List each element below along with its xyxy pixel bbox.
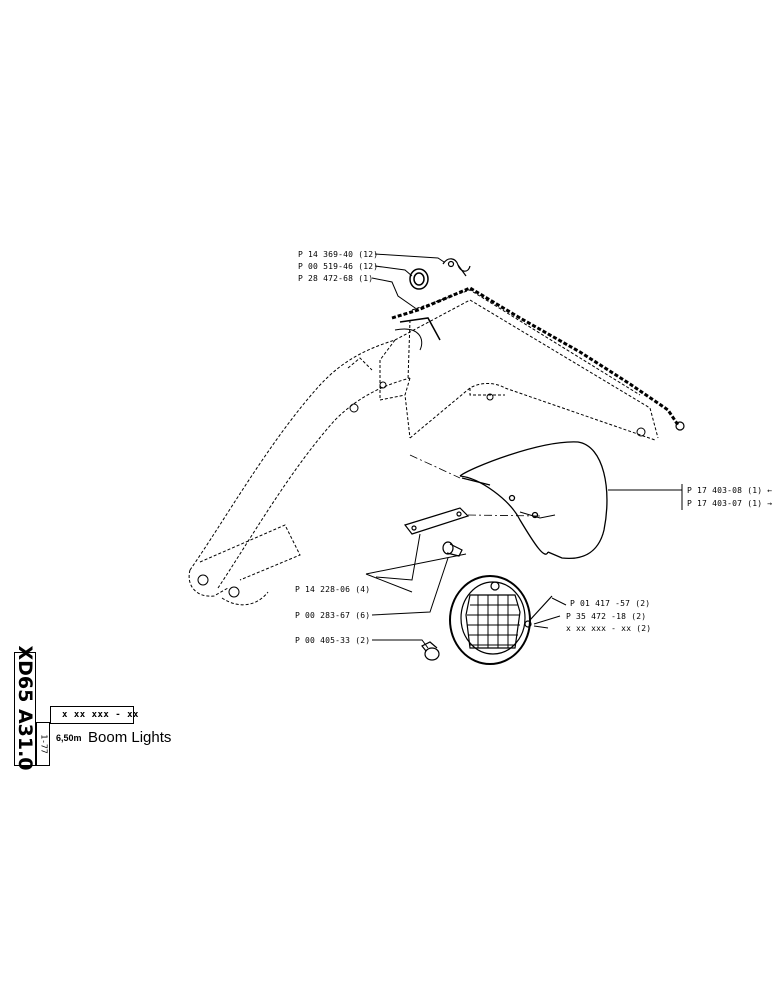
cable-clamp <box>442 258 471 277</box>
callout-p00405: P 00 405-33 (2) <box>295 636 370 645</box>
callout-p28472: P 28 472-68 (1) <box>298 274 373 283</box>
page-title: Boom Lights <box>88 729 172 746</box>
callout-p17403-07: P 17 403-07 (1) → <box>687 499 772 508</box>
callout-p00283: P 00 283-67 (6) <box>295 611 370 620</box>
lamp-bracket-shell <box>459 441 608 560</box>
callout-p14228: P 14 228-06 (4) <box>295 585 370 594</box>
mounting-plate <box>403 507 470 535</box>
boom-outline <box>188 289 659 606</box>
drawing-part-number: x xx xxx - xx <box>62 710 139 720</box>
callout-p17403-08: P 17 403-08 (1) ← <box>687 486 772 495</box>
leader-lines <box>365 253 683 649</box>
drawing-code: XD65 A31.0 <box>14 645 36 771</box>
callout-xxxxxx: x xx xxx - xx (2) <box>566 624 651 633</box>
callout-p35472: P 35 472 -18 (2) <box>566 612 646 621</box>
nut <box>421 641 440 661</box>
callout-p14369: P 14 369-40 (12) <box>298 250 378 259</box>
dash-dot-alignment-lines <box>409 454 541 517</box>
rubber-grommet <box>409 268 429 290</box>
callout-p00519: P 00 519-46 (12) <box>298 262 378 271</box>
boom-size-label: 6,50m <box>56 733 82 743</box>
cable-harness <box>391 286 685 431</box>
callout-p01417: P 01 417 -57 (2) <box>570 599 650 608</box>
work-lamp <box>449 575 553 665</box>
drawing-date: 1-77 <box>39 734 49 754</box>
title-block-partno-box <box>50 706 134 724</box>
bolt <box>442 541 463 557</box>
title-block-code-box <box>14 652 36 766</box>
title-block-date-box <box>36 722 50 766</box>
boom-pivot-pins <box>197 381 646 598</box>
